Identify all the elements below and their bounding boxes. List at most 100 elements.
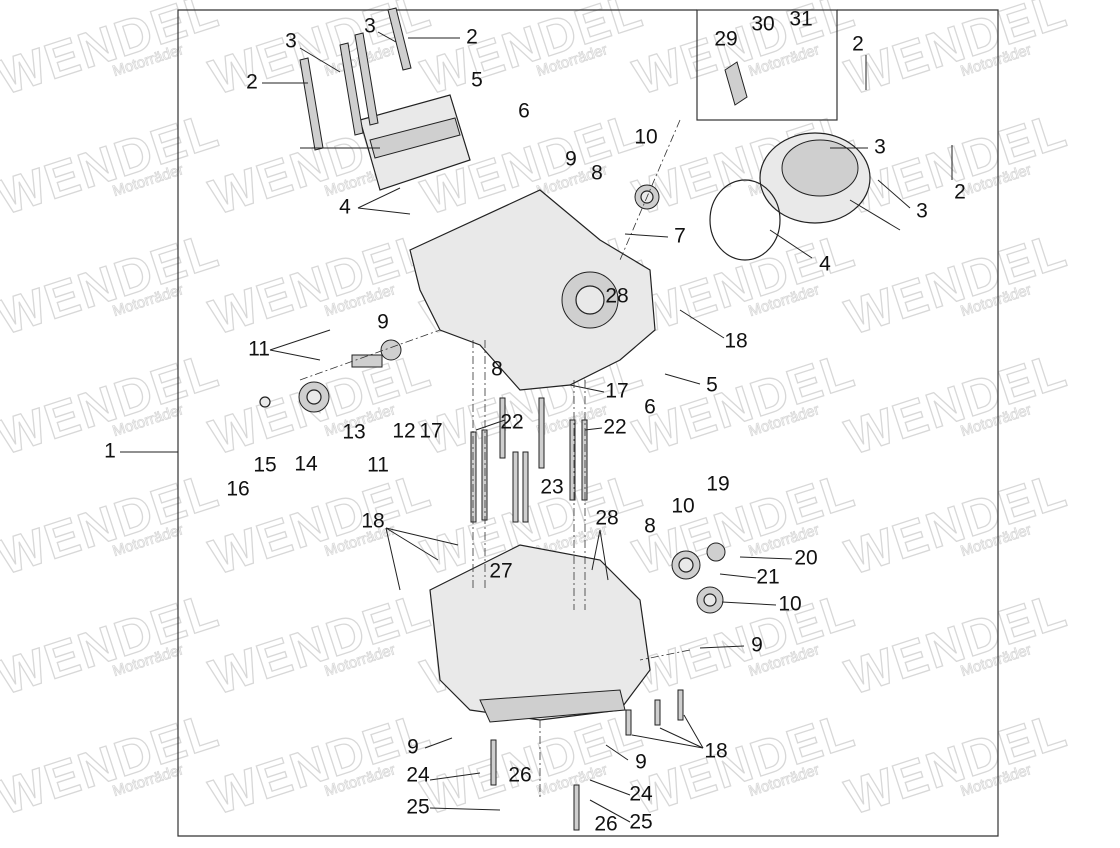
svg-text:WENDEL: WENDEL: [839, 342, 1074, 466]
svg-text:WENDEL: WENDEL: [203, 702, 438, 826]
callout-18: 18: [724, 330, 747, 353]
callout-28: 28: [605, 285, 628, 308]
svg-text:WENDEL: WENDEL: [839, 0, 1074, 105]
svg-text:WENDEL: WENDEL: [839, 582, 1074, 706]
callout-26: 26: [594, 813, 617, 836]
svg-text:WENDEL: WENDEL: [415, 702, 650, 826]
callout-30: 30: [751, 13, 774, 36]
callout-27: 27: [489, 560, 512, 583]
callout-23: 23: [540, 476, 563, 499]
svg-text:WENDEL: WENDEL: [627, 342, 862, 466]
part-sketches: [259, 7, 871, 831]
callout-2: 2: [954, 181, 966, 204]
callout-10: 10: [634, 126, 657, 149]
callout-16: 16: [226, 478, 249, 501]
svg-text:WENDEL: WENDEL: [839, 702, 1074, 826]
callout-28: 28: [595, 507, 618, 530]
callout-10: 10: [671, 495, 694, 518]
svg-text:WENDEL: WENDEL: [839, 102, 1074, 226]
callout-24: 24: [406, 764, 430, 787]
svg-text:WENDEL: WENDEL: [0, 582, 226, 706]
svg-text:WENDEL: WENDEL: [839, 462, 1074, 586]
callout-15: 15: [253, 454, 276, 477]
callout-9: 9: [377, 311, 389, 334]
callout-12: 12: [392, 420, 415, 443]
callout-14: 14: [294, 453, 318, 476]
callout-9: 9: [635, 751, 647, 774]
callout-9: 9: [751, 634, 763, 657]
callout-4: 4: [339, 196, 351, 219]
callout-17: 17: [419, 420, 442, 443]
svg-text:WENDEL: WENDEL: [839, 222, 1074, 346]
callout-11: 11: [248, 338, 270, 361]
callout-labels: 1 2 2 2 2 3 3 3 3 4 4 5 5 6 6 7 8 8 8 9 …: [104, 8, 966, 836]
callout-29: 29: [714, 28, 737, 51]
callout-18: 18: [361, 510, 384, 533]
callout-1: 1: [104, 440, 116, 463]
callout-5: 5: [706, 374, 718, 397]
callout-17: 17: [605, 380, 628, 403]
callout-25: 25: [406, 796, 429, 819]
svg-text:WENDEL: WENDEL: [0, 702, 226, 826]
callout-2: 2: [852, 33, 864, 56]
callout-11: 11: [367, 454, 389, 477]
svg-text:WENDEL: WENDEL: [0, 102, 226, 226]
svg-text:WENDEL: WENDEL: [627, 222, 862, 346]
callout-21: 21: [756, 566, 779, 589]
callout-3: 3: [916, 200, 928, 223]
stud-bolts: [470, 397, 684, 831]
callout-6: 6: [518, 100, 530, 123]
callout-8: 8: [591, 162, 603, 185]
callout-2: 2: [246, 71, 258, 94]
callout-5: 5: [471, 69, 483, 92]
callout-25: 25: [629, 811, 652, 834]
svg-text:WENDEL: WENDEL: [627, 582, 862, 706]
callout-22: 22: [603, 416, 626, 439]
svg-text:WENDEL: WENDEL: [203, 222, 438, 346]
callout-8: 8: [491, 358, 503, 381]
callout-13: 13: [342, 421, 365, 444]
diagram-frame: [120, 9, 999, 837]
callout-3: 3: [874, 136, 886, 159]
callout-4: 4: [819, 253, 831, 276]
callout-7: 7: [674, 225, 686, 248]
svg-text:WENDEL: WENDEL: [627, 702, 862, 826]
svg-text:WENDEL: WENDEL: [415, 0, 650, 105]
callout-24: 24: [629, 783, 653, 806]
callout-10: 10: [778, 593, 801, 616]
svg-text:WENDEL: WENDEL: [203, 582, 438, 706]
svg-text:WENDEL: WENDEL: [0, 0, 226, 105]
callout-8: 8: [644, 515, 656, 538]
svg-text:WENDEL: WENDEL: [0, 222, 226, 346]
svg-text:WENDEL: WENDEL: [627, 462, 862, 586]
callout-2: 2: [466, 26, 478, 49]
callout-18: 18: [704, 740, 727, 763]
callout-3: 3: [285, 30, 297, 53]
callout-26: 26: [508, 764, 531, 787]
callout-3: 3: [364, 15, 376, 38]
svg-text:WENDEL: WENDEL: [0, 462, 226, 586]
callout-9: 9: [565, 148, 577, 171]
callout-22: 22: [500, 411, 523, 434]
callout-6: 6: [644, 396, 656, 419]
